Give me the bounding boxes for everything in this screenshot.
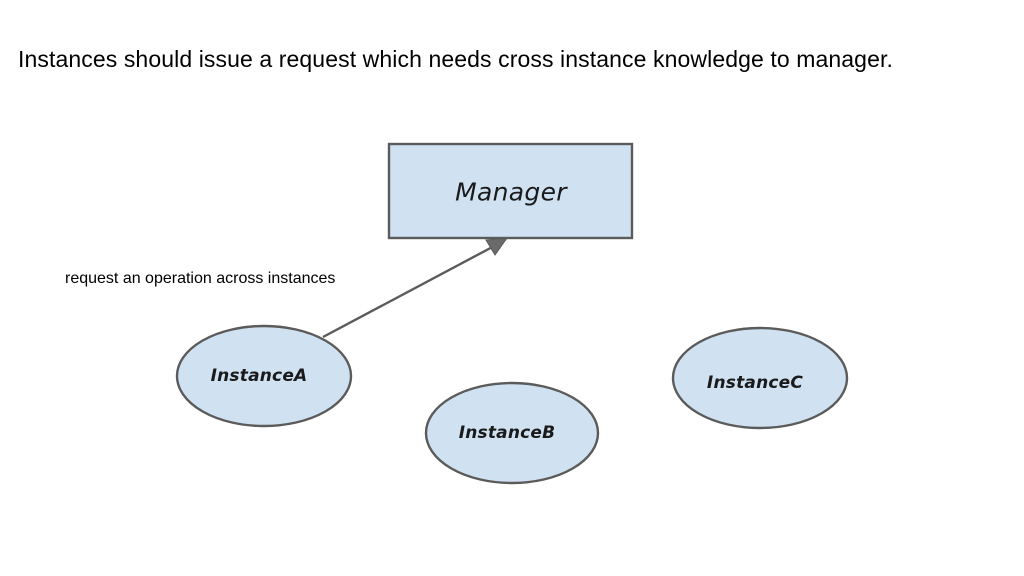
edge-line xyxy=(322,242,499,339)
node-manager[interactable] xyxy=(387,142,634,240)
node-instanceB[interactable] xyxy=(424,381,600,485)
page-title: Instances should issue a request which n… xyxy=(18,46,893,72)
node-instanceC[interactable] xyxy=(671,326,849,430)
arrowhead-icon xyxy=(485,237,509,256)
node-instanceA[interactable] xyxy=(175,324,353,428)
edge-instanceA-manager-label: request an operation across instances xyxy=(65,270,336,287)
edge-instanceA-manager[interactable] xyxy=(322,237,509,339)
